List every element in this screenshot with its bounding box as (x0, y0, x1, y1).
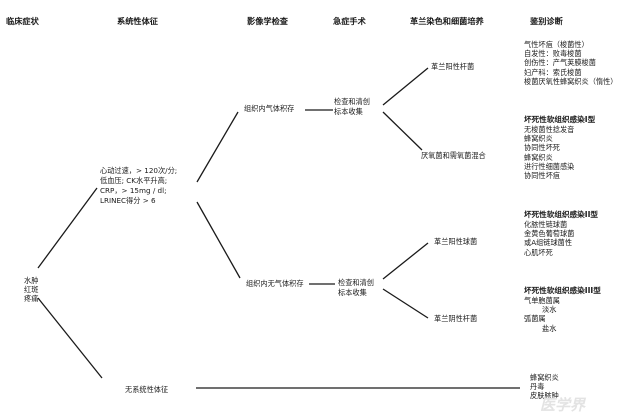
gram-mixed-anaerobic-aerobic: 厌氧菌和需氧菌混合 (421, 151, 486, 160)
systemic-sign-crp: CRP，> 15mg / dl; (100, 186, 167, 195)
diagnosis-item: 金黄色葡萄球菌 (524, 229, 575, 239)
diagnosis-item: 化脓性链球菌 (524, 220, 568, 229)
diagnosis-block-no-systemic: 蜂窝织炎丹毒皮肤脓肿 (530, 373, 559, 401)
diagnosis-item: 或A组链球菌性 (524, 238, 573, 248)
symptom-erythema: 红斑 (24, 285, 39, 294)
surgery-lower-specimen: 标本收集 (338, 288, 367, 297)
gram-negative-bacilli: 革兰阴性杆菌 (434, 314, 478, 323)
diagnosis-item: 协同性坏疽 (524, 171, 560, 181)
diagnosis-heading: 坏死性软组织感染II型 (524, 210, 598, 219)
connector-systemic-to-nogas (196, 201, 241, 279)
no-systemic-signs: 无系统性体征 (125, 385, 169, 394)
connector-surgery2-to-poscocci (382, 242, 429, 280)
connector-surgery-to-mixed (382, 111, 423, 151)
connector-symptoms-to-nosystemic (37, 297, 103, 379)
surgery-lower-debridement: 检查和清创 (338, 278, 374, 287)
diagnosis-block-gas-gangrene: 气性坏疽（梭菌性）自发性：败毒梭菌创伤性：产气荚膜梭菌妇产科：索氏梭菌梭菌厌氧性… (524, 40, 617, 86)
diagnosis-item: 自发性：败毒梭菌 (524, 49, 582, 59)
diagnosis-item: 无梭菌性捻发音 (524, 125, 575, 134)
watermark: 医学界 (540, 396, 586, 414)
diagnosis-item: 协同性坏死 (524, 143, 560, 153)
connector-surgery-to-posbacilli (382, 67, 429, 106)
header-clinical-symptoms: 临床症状 (6, 16, 39, 26)
diagnosis-heading: 坏死性软组织感染III型 (524, 286, 601, 295)
diagnosis-item: 淡水 (542, 305, 557, 315)
systemic-sign-hypotension-ck: 低血压; CK水平升高; (100, 176, 168, 185)
header-gram-stain-culture: 革兰染色和细菌培养 (410, 16, 484, 26)
diagnosis-item: 蜂窝织炎 (530, 373, 559, 382)
diagnosis-item: 盐水 (542, 323, 557, 333)
header-differential-diagnosis: 鉴别诊断 (530, 16, 563, 26)
header-emergency-surgery: 急症手术 (333, 16, 366, 26)
diagnosis-item: 蜂窝织炎 (524, 134, 553, 144)
diagnosis-item: 创伤性：产气荚膜梭菌 (524, 58, 596, 68)
symptom-edema: 水肿 (24, 276, 39, 285)
gram-positive-cocci: 革兰阳性球菌 (434, 237, 478, 246)
diagnosis-item: 进行性细菌感染 (524, 161, 575, 171)
header-systemic-signs: 系统性体征 (117, 16, 158, 26)
diagnosis-item: 弧菌属 (524, 314, 546, 324)
surgery-upper-debridement: 检查和清创 (334, 97, 370, 106)
diagnosis-heading: 坏死性软组织感染I型 (524, 115, 596, 124)
diagnosis-item: 妇产科：索氏梭菌 (524, 67, 582, 77)
diagnosis-item: 梭菌厌氧性蜂窝织炎（惰性） (524, 76, 618, 86)
gram-positive-bacilli: 革兰阳性杆菌 (431, 62, 475, 71)
imaging-gas-present: 组织内气体积存 (244, 104, 295, 113)
diagnosis-item: 气单胞菌属 (524, 296, 560, 305)
surgery-upper-specimen: 标本收集 (334, 107, 363, 116)
diagnosis-item: 蜂窝织炎 (524, 152, 553, 162)
diagnosis-item: 气性坏疽（梭菌性） (524, 40, 589, 49)
systemic-sign-tachycardia: 心动过速，> 120次/分; (100, 166, 178, 175)
diagnosis-block-nsti-type2: 坏死性软组织感染II型化脓性链球菌金黄色葡萄球菌或A组链球菌性心肌坏死 (524, 210, 598, 257)
diagnosis-item: 皮肤脓肿 (530, 391, 559, 401)
diagnosis-block-nstı-type1: 坏死性软组织感染I型无梭菌性捻发音蜂窝织炎协同性坏死蜂窝织炎进行性细菌感染协同性… (524, 115, 595, 180)
header-imaging: 影像学检查 (247, 16, 288, 26)
systemic-sign-lrinec: LRINEC得分 > 6 (100, 196, 156, 205)
connector-systemic-to-gas (196, 111, 239, 183)
diagnosis-block-nsti-type3: 坏死性软组织感染III型气单胞菌属淡水弧菌属盐水 (524, 286, 601, 333)
diagnosis-item: 心肌坏死 (524, 247, 553, 257)
imaging-no-gas: 组织内无气体积存 (246, 279, 304, 288)
diagnosis-item: 丹毒 (530, 382, 545, 392)
symptom-pain: 疼痛 (24, 294, 39, 303)
connector-symptoms-to-systemic (37, 187, 98, 269)
connector-surgery2-to-negbacilli (382, 288, 429, 319)
